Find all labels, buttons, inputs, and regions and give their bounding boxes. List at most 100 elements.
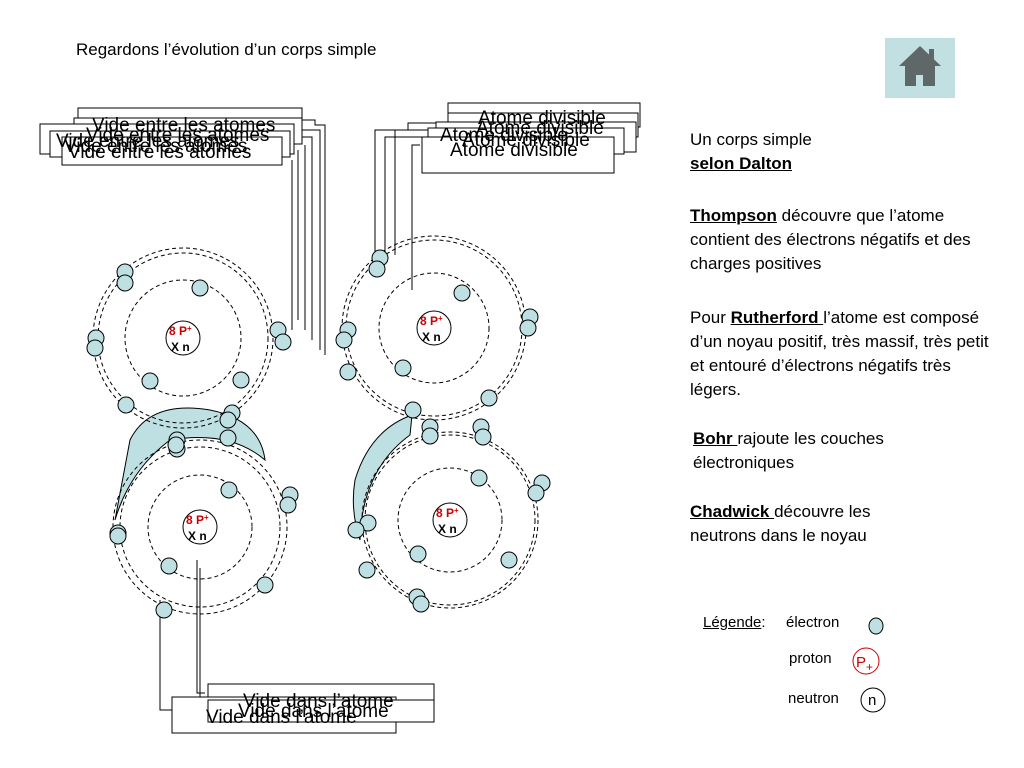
electron	[279, 496, 297, 514]
rutherford-block: Pour Rutherford l’atome est composé d’un…	[690, 306, 990, 402]
orbit-1	[397, 467, 503, 573]
home-button[interactable]	[885, 38, 955, 98]
legend-proton-symbol-text: P+	[856, 654, 873, 674]
electron	[421, 427, 439, 445]
callout-top-right-text-2: Atome divisible	[476, 118, 604, 139]
chadwick-block: Chadwick découvre les neutrons dans le n…	[690, 500, 940, 548]
dalton-block: Un corps simple selon Dalton	[690, 128, 812, 176]
legend-proton-label: proton	[789, 650, 832, 667]
callout-bottom-text-2: Vide dans l’atome	[238, 701, 389, 722]
callout-top-left-group: Vide entre les atomes Vide entre les ato…	[39, 107, 303, 166]
callout-bottom-group: Vide dans l’atome Vide dans l’atome Vide…	[171, 683, 435, 734]
electron	[527, 484, 545, 502]
electron	[339, 363, 357, 381]
chadwick-text: découvre les neutrons dans le noyau	[690, 502, 871, 545]
nucleus-neutrons: X n	[438, 522, 457, 536]
nucleus	[182, 509, 218, 545]
nucleus-neutrons: X n	[171, 340, 190, 354]
slide-title: Regardons l’évolution d’un corps simple	[76, 40, 377, 59]
bohr-name: Bohr	[693, 429, 738, 448]
legend-proton-symbol	[852, 647, 880, 675]
electron	[256, 576, 274, 594]
electron	[474, 428, 492, 446]
nucleus-neutrons: X n	[188, 529, 207, 543]
callout-top-right-text-3: Atome divisible	[440, 125, 568, 146]
legend-neutron-symbol-text: n	[868, 692, 876, 709]
orbit-2	[119, 446, 281, 608]
callout-top-left-text-4: Vide entre les atomes	[64, 136, 247, 157]
electron	[109, 527, 127, 545]
orbit-1	[124, 279, 242, 397]
rutherford-name: Rutherford	[730, 308, 824, 327]
electron	[274, 333, 292, 351]
callout-bottom-text-3: Vide dans l’atome	[206, 707, 357, 728]
electron	[453, 284, 471, 302]
electron	[219, 411, 237, 429]
legend-symbols: P+ n	[852, 617, 886, 713]
orbit-1	[378, 272, 490, 384]
electron	[86, 339, 104, 357]
callout-top-right-text-1: Atome divisible	[478, 108, 606, 129]
nucleus-protons: 8 P+	[169, 324, 192, 338]
callout-top-right-text-4: Atome divisible	[462, 130, 590, 151]
electron	[412, 595, 430, 613]
electron	[404, 401, 422, 419]
callout-top-left-text-1: Vide entre les atomes	[92, 115, 275, 136]
atom-bottom-left: 8 P+ X n	[109, 429, 299, 619]
callout-leaders-bottom	[159, 560, 210, 711]
callout-top-left-text-5: Vide entre les atomes	[68, 142, 251, 163]
electron	[232, 371, 250, 389]
home-icon	[899, 46, 941, 86]
electron	[117, 396, 135, 414]
electron	[160, 557, 178, 575]
legend-neutron-label: neutron	[788, 690, 839, 707]
electron	[519, 319, 537, 337]
dalton-line: Un corps simple	[690, 130, 812, 149]
nucleus-protons: 8 P+	[436, 506, 459, 520]
electron	[167, 436, 185, 454]
electron	[116, 274, 134, 292]
electron	[480, 389, 498, 407]
electron	[191, 279, 209, 297]
electron	[409, 545, 427, 563]
nucleus-protons: 8 P+	[420, 314, 443, 328]
callout-leaders-top-right	[374, 122, 440, 290]
electron	[220, 481, 238, 499]
electron	[335, 331, 353, 349]
electron	[394, 359, 412, 377]
legend-neutron-symbol	[860, 687, 886, 713]
thompson-name: Thompson	[690, 206, 777, 225]
legend-electron-label: électron	[786, 614, 840, 631]
bohr-text: rajoute les couches électroniques	[693, 429, 884, 472]
electron	[155, 601, 173, 619]
callout-top-right-group: Atome divisible Atome divisible Atome di…	[421, 102, 641, 174]
atoms-group: 8 P+ X n 8 P+ X n 8 P+ X n 8 P+ X n	[86, 235, 551, 619]
shade-crescent-left	[114, 407, 266, 521]
electron	[358, 561, 376, 579]
callout-bottom-text-1: Vide dans l’atome	[243, 691, 394, 712]
callout-top-left-text-3: Vide entre les atomes	[56, 131, 239, 152]
orbit-1	[147, 474, 253, 580]
legend-title: Légende:	[703, 614, 766, 631]
nucleus	[416, 310, 452, 346]
callout-top-right-text-5: Atome divisible	[450, 140, 578, 161]
atom-top-right: 8 P+ X n	[335, 235, 539, 421]
thompson-block: Thompson découvre que l’atome contient d…	[690, 204, 990, 276]
nucleus-protons: 8 P+	[186, 513, 209, 527]
callout-leaders-top-left	[291, 119, 326, 355]
rutherford-prefix: Pour	[690, 308, 731, 327]
nucleus	[165, 320, 201, 356]
atom-top-left: 8 P+ X n	[86, 247, 292, 429]
legend-electron-symbol	[868, 617, 884, 635]
dalton-name: selon Dalton	[690, 154, 793, 173]
nucleus	[432, 502, 468, 538]
bohr-block: Bohr rajoute les couches électroniques	[693, 427, 943, 475]
rutherford-text: l’atome est composé d’un noyau positif, …	[690, 308, 989, 399]
electron	[347, 521, 365, 539]
electron	[368, 260, 386, 278]
electron	[500, 551, 518, 569]
nucleus-neutrons: X n	[422, 330, 441, 344]
electron	[470, 469, 488, 487]
thompson-text: découvre que l’atome contient des électr…	[690, 206, 971, 273]
